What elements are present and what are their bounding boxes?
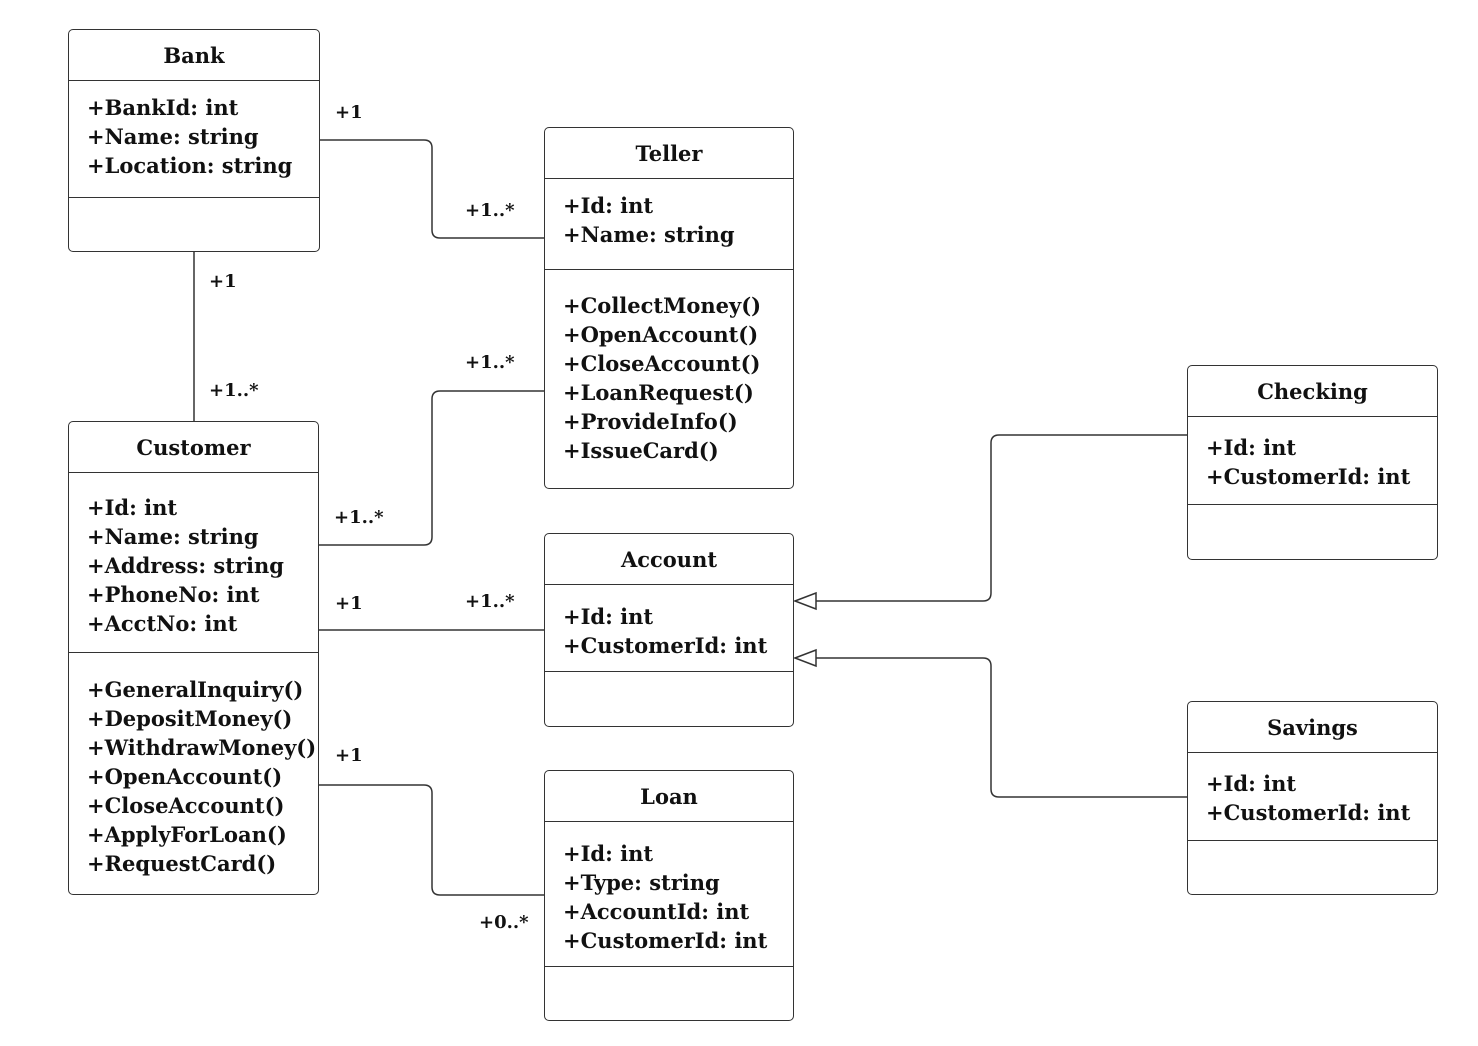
attributes-compartment: +Id: int +Name: string +Address: string … bbox=[69, 473, 318, 653]
attribute: +Type: string bbox=[563, 870, 720, 895]
attributes-compartment: +Id: int +CustomerId: int bbox=[1188, 753, 1437, 841]
class-name: Checking bbox=[1188, 366, 1437, 417]
class-name: Teller bbox=[545, 128, 793, 179]
multiplicity-customer-loan-customer: +1 bbox=[335, 745, 363, 766]
operation: +RequestCard() bbox=[87, 851, 277, 876]
operation: +DepositMoney() bbox=[87, 706, 293, 731]
operation: +WithdrawMoney() bbox=[87, 735, 317, 760]
operation: +CollectMoney() bbox=[563, 293, 762, 318]
operations-compartment bbox=[1188, 841, 1437, 853]
multiplicity-bank-customer-customer: +1..* bbox=[209, 380, 259, 401]
class-name: Customer bbox=[69, 422, 318, 473]
attributes-compartment: +Id: int +Type: string +AccountId: int +… bbox=[545, 822, 793, 967]
attribute: +Id: int bbox=[563, 841, 654, 866]
operation: +GeneralInquiry() bbox=[87, 677, 304, 702]
class-bank: Bank +BankId: int +Name: string +Locatio… bbox=[68, 29, 320, 252]
operation: +ProvideInfo() bbox=[563, 409, 738, 434]
attribute: +Id: int bbox=[1206, 771, 1297, 796]
inheritance-arrowhead-savings bbox=[792, 648, 817, 668]
attribute: +AcctNo: int bbox=[87, 611, 238, 636]
attribute: +Name: string bbox=[87, 124, 259, 149]
operations-compartment bbox=[545, 967, 793, 979]
operation: +OpenAccount() bbox=[563, 322, 759, 347]
multiplicity-bank-customer-bank: +1 bbox=[209, 271, 237, 292]
attributes-compartment: +Id: int +Name: string bbox=[545, 179, 793, 270]
attribute: +AccountId: int bbox=[563, 899, 750, 924]
association-customer-teller bbox=[319, 390, 544, 546]
attribute: +Location: string bbox=[87, 153, 293, 178]
operation: +ApplyForLoan() bbox=[87, 822, 287, 847]
class-savings: Savings +Id: int +CustomerId: int bbox=[1187, 701, 1438, 895]
multiplicity-customer-teller-customer: +1..* bbox=[334, 507, 384, 528]
generalization-checking-account bbox=[816, 434, 1187, 602]
multiplicity-customer-account-account: +1..* bbox=[465, 591, 515, 612]
class-account: Account +Id: int +CustomerId: int bbox=[544, 533, 794, 727]
class-checking: Checking +Id: int +CustomerId: int bbox=[1187, 365, 1438, 560]
class-teller: Teller +Id: int +Name: string +CollectMo… bbox=[544, 127, 794, 489]
attribute: +CustomerId: int bbox=[563, 928, 768, 953]
class-name: Bank bbox=[69, 30, 319, 81]
class-loan: Loan +Id: int +Type: string +AccountId: … bbox=[544, 770, 794, 1021]
attribute: +CustomerId: int bbox=[1206, 464, 1411, 489]
attribute: +CustomerId: int bbox=[563, 633, 768, 658]
attribute: +Name: string bbox=[87, 524, 259, 549]
attribute: +BankId: int bbox=[87, 95, 239, 120]
operations-compartment: +CollectMoney() +OpenAccount() +CloseAcc… bbox=[545, 270, 793, 465]
operations-compartment: +GeneralInquiry() +DepositMoney() +Withd… bbox=[69, 653, 318, 878]
attributes-compartment: +Id: int +CustomerId: int bbox=[1188, 417, 1437, 505]
attribute: +Id: int bbox=[563, 604, 654, 629]
multiplicity-customer-loan-loan: +0..* bbox=[479, 912, 529, 933]
operation: +OpenAccount() bbox=[87, 764, 283, 789]
class-name: Account bbox=[545, 534, 793, 585]
multiplicity-customer-teller-teller: +1..* bbox=[465, 352, 515, 373]
attribute: +Id: int bbox=[1206, 435, 1297, 460]
attribute: +Address: string bbox=[87, 553, 284, 578]
operations-compartment bbox=[69, 198, 319, 210]
attribute: +Id: int bbox=[563, 193, 654, 218]
operation: +CloseAccount() bbox=[563, 351, 761, 376]
association-bank-teller bbox=[320, 139, 544, 239]
operations-compartment bbox=[1188, 505, 1437, 517]
attribute: +CustomerId: int bbox=[1206, 800, 1411, 825]
class-name: Savings bbox=[1188, 702, 1437, 753]
operation: +CloseAccount() bbox=[87, 793, 285, 818]
class-customer: Customer +Id: int +Name: string +Address… bbox=[68, 421, 319, 895]
multiplicity-bank-teller-teller: +1..* bbox=[465, 200, 515, 221]
inheritance-arrowhead-checking bbox=[792, 591, 817, 611]
attributes-compartment: +BankId: int +Name: string +Location: st… bbox=[69, 81, 319, 198]
attribute: +Name: string bbox=[563, 222, 735, 247]
multiplicity-customer-account-customer: +1 bbox=[335, 593, 363, 614]
operations-compartment bbox=[545, 672, 793, 684]
operation: +LoanRequest() bbox=[563, 380, 754, 405]
class-name: Loan bbox=[545, 771, 793, 822]
attribute: +Id: int bbox=[87, 495, 178, 520]
multiplicity-bank-teller-bank: +1 bbox=[335, 102, 363, 123]
operation: +IssueCard() bbox=[563, 438, 719, 463]
generalization-savings-account bbox=[816, 657, 1187, 798]
association-customer-loan bbox=[319, 784, 544, 896]
attributes-compartment: +Id: int +CustomerId: int bbox=[545, 585, 793, 672]
attribute: +PhoneNo: int bbox=[87, 582, 260, 607]
